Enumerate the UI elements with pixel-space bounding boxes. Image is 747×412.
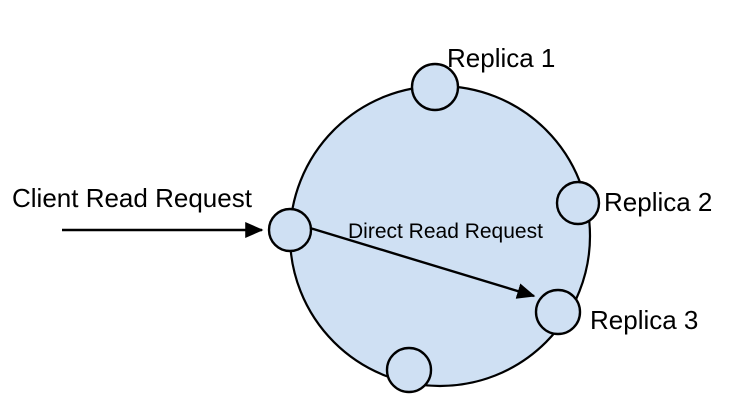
- node-bottom-unlabeled[interactable]: [385, 346, 433, 394]
- direct-read-request-arrow: [309, 226, 536, 299]
- client-read-request-label: Client Read Request: [12, 183, 253, 213]
- node-coordinator[interactable]: [267, 207, 313, 253]
- node-replica-3[interactable]: [534, 288, 582, 336]
- replica-2-label: Replica 2: [604, 187, 712, 217]
- replica-3-label: Replica 3: [590, 305, 698, 335]
- replica-1-label: Replica 1: [447, 43, 555, 73]
- node-replica-1[interactable]: [410, 62, 460, 112]
- direct-read-request-label: Direct Read Request: [348, 220, 543, 243]
- node-replica-2[interactable]: [555, 180, 601, 226]
